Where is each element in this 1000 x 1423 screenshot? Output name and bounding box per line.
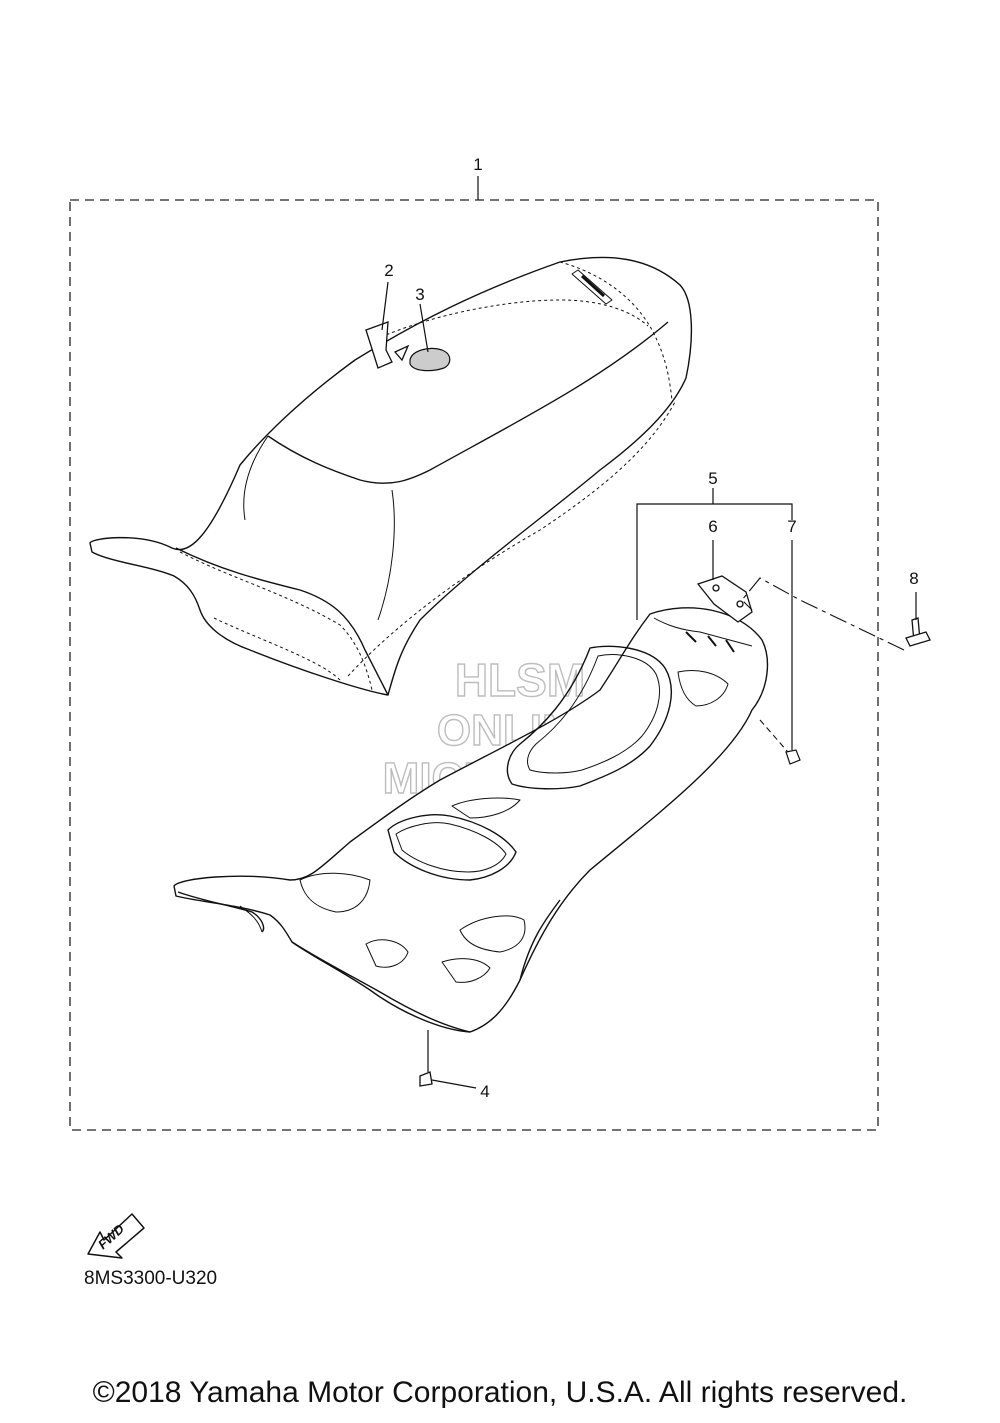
leader-line-2 [381, 281, 389, 331]
bracket-part-6 [696, 575, 753, 623]
callout-5: 5 [708, 469, 717, 488]
fwd-arrow-icon: FWD [87, 1213, 145, 1259]
leader-line-4-horizontal [431, 1079, 477, 1089]
seat-cushion [89, 256, 693, 696]
bolt-axis-line [741, 577, 905, 651]
seat-sticker [409, 347, 451, 372]
leader-line-7-dash [759, 719, 789, 753]
callout-1: 1 [473, 155, 482, 174]
nut-part-7 [785, 749, 801, 765]
callout-8: 8 [909, 569, 918, 588]
callout-3: 3 [415, 285, 424, 304]
seat-tag [365, 321, 410, 369]
callout-6: 6 [708, 517, 717, 536]
clip-part-4 [419, 1071, 433, 1087]
callout-7: 7 [787, 517, 796, 536]
copyright-notice: ©2018 Yamaha Motor Corporation, U.S.A. A… [92, 1376, 908, 1409]
bolt-part-8 [905, 617, 931, 647]
callout-4: 4 [480, 1082, 489, 1101]
leader-line-5 [636, 503, 793, 620]
seat-base [173, 607, 769, 1033]
diagram-code: 8MS3300-U320 [84, 1268, 218, 1289]
callout-2: 2 [384, 261, 393, 280]
leader-line-3 [419, 303, 429, 353]
watermark-line-1: HLSM [455, 654, 585, 706]
